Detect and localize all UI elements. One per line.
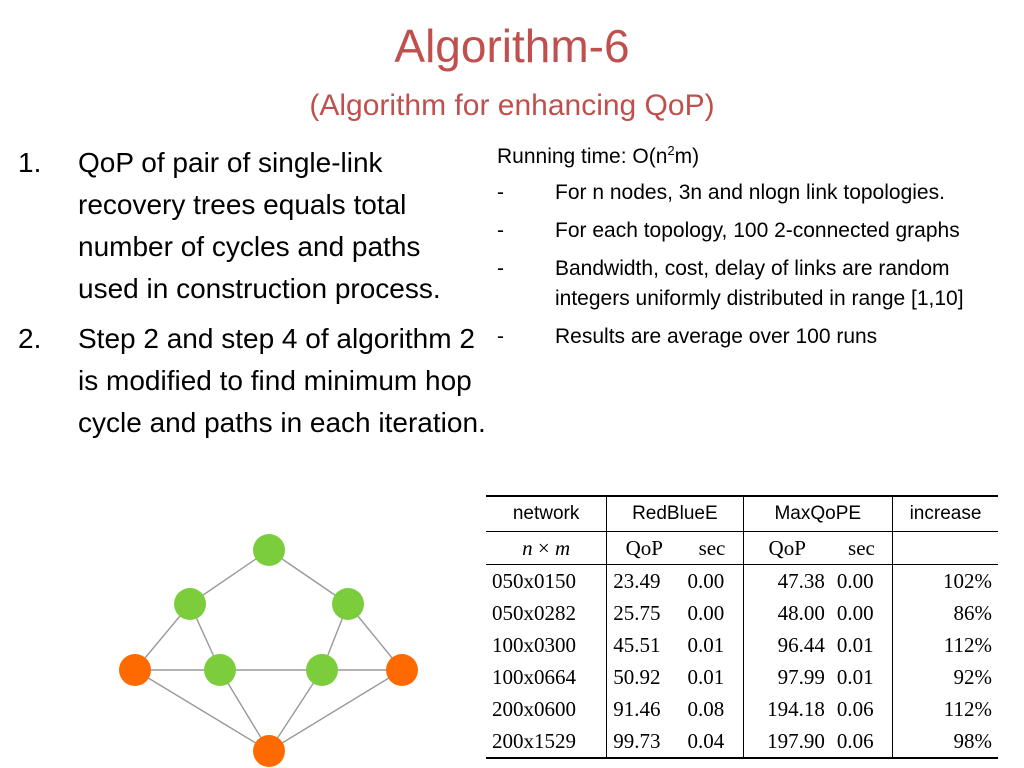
cell-network: 100x0664 xyxy=(492,664,576,689)
bullet-text: Bandwidth, cost, delay of links are rand… xyxy=(555,257,964,310)
subheader-m: m xyxy=(554,535,571,560)
graph-node-upper-left xyxy=(174,588,206,620)
cell-maxqope-sec: 0.01 xyxy=(836,632,874,657)
cell-redbluee-qop: 91.46 xyxy=(606,693,682,725)
list-item-number: 2. xyxy=(18,323,42,354)
list-item: 2. Step 2 and step 4 of algorithm 2 is m… xyxy=(18,318,488,444)
cell-redbluee-sec: 0.01 xyxy=(687,632,725,657)
bullet-item: - Bandwidth, cost, delay of links are ra… xyxy=(497,254,1007,314)
numbered-list: 1. QoP of pair of single-link recovery t… xyxy=(18,142,488,452)
list-item: 1. QoP of pair of single-link recovery t… xyxy=(18,142,488,310)
cell-redbluee-sec: 0.00 xyxy=(687,568,725,593)
cell-maxqope-qop: 197.90 xyxy=(742,725,831,759)
graph-edge xyxy=(134,669,270,752)
graph-node-upper-right xyxy=(332,588,364,620)
bullet-item: - Results are average over 100 runs xyxy=(497,322,1007,352)
slide-subtitle: (Algorithm for enhancing QoP) xyxy=(309,89,715,122)
bullet-dash: - xyxy=(497,325,504,348)
bullet-dash: - xyxy=(497,181,504,204)
cell-network: 050x0150 xyxy=(492,568,576,593)
running-time-text: Running time: O(n2m) xyxy=(497,142,1007,172)
bullet-text: For each topology, 100 2-connected graph… xyxy=(555,219,960,242)
subheader-qop-redbluee: QoP xyxy=(606,531,682,565)
cell-maxqope-qop: 194.18 xyxy=(742,693,831,725)
cell-redbluee-sec: 0.01 xyxy=(687,664,725,689)
cell-network: 100x0300 xyxy=(492,632,576,657)
cell-redbluee-qop: 45.51 xyxy=(606,629,682,661)
running-time-block: Running time: O(n2m) - For n nodes, 3n a… xyxy=(497,142,1007,360)
bullet-dash: - xyxy=(497,257,504,280)
cell-redbluee-qop: 50.92 xyxy=(606,661,682,693)
graph-node-right xyxy=(386,654,418,686)
table-row: 200x0600 91.46 0.08 194.18 0.06 112% xyxy=(486,693,998,725)
network-graph-diagram xyxy=(119,534,418,767)
cell-redbluee-qop: 23.49 xyxy=(606,564,682,597)
cell-increase: 112% xyxy=(891,629,998,661)
cell-maxqope-sec: 0.06 xyxy=(836,696,874,721)
header-increase: increase xyxy=(891,495,998,532)
cell-maxqope-qop: 48.00 xyxy=(742,597,831,629)
subheader-increase-empty xyxy=(891,531,998,565)
bullet-text: Results are average over 100 runs xyxy=(555,325,878,348)
graph-node-left xyxy=(119,654,151,686)
cell-increase: 98% xyxy=(891,725,998,759)
table-row: 100x0300 45.51 0.01 96.44 0.01 112% xyxy=(486,629,998,661)
running-time-suffix: m) xyxy=(674,145,700,168)
list-item-text: Step 2 and step 4 of algorithm 2 is modi… xyxy=(78,323,486,438)
cell-redbluee-qop: 99.73 xyxy=(606,725,682,759)
subheader-qop-maxqope: QoP xyxy=(742,531,831,565)
cell-network: 200x0600 xyxy=(492,696,576,721)
list-item-text: QoP of pair of single-link recovery tree… xyxy=(78,147,441,304)
cell-maxqope-qop: 47.38 xyxy=(742,564,831,597)
table-row: 050x0150 23.49 0.00 47.38 0.00 102% xyxy=(486,564,998,597)
running-time-prefix: Running time: O(n xyxy=(497,145,668,168)
graph-node-top xyxy=(253,534,285,566)
subheader-sec-redbluee: sec xyxy=(681,531,744,565)
list-item-number: 1. xyxy=(18,147,42,178)
cell-redbluee-sec: 0.00 xyxy=(687,600,725,625)
bullet-item: - For each topology, 100 2-connected gra… xyxy=(497,216,1007,246)
cell-maxqope-sec: 0.01 xyxy=(836,664,874,689)
table-header-row: network RedBlueE MaxQoPE increase xyxy=(486,495,998,532)
cell-increase: 92% xyxy=(891,661,998,693)
table-row: 100x0664 50.92 0.01 97.99 0.01 92% xyxy=(486,661,998,693)
graph-node-mid-right xyxy=(306,654,338,686)
table-row: 050x0282 25.75 0.00 48.00 0.00 86% xyxy=(486,597,998,629)
header-redbluee: RedBlueE xyxy=(606,495,744,532)
running-time-exponent: 2 xyxy=(667,143,675,158)
cell-maxqope-qop: 97.99 xyxy=(742,661,831,693)
cell-network: 050x0282 xyxy=(492,600,576,625)
graph-node-mid-left xyxy=(204,654,236,686)
graph-edge xyxy=(268,669,403,752)
table-row: 200x1529 99.73 0.04 197.90 0.06 98% xyxy=(486,725,998,759)
subheader-n: n xyxy=(522,535,533,560)
header-network: network xyxy=(486,495,607,532)
graph-nodes xyxy=(119,534,418,767)
cell-redbluee-qop: 25.75 xyxy=(606,597,682,629)
graph-node-bottom xyxy=(253,735,285,767)
cell-network: 200x1529 xyxy=(486,725,607,759)
graph-edge xyxy=(268,669,323,752)
subheader-size: n × m xyxy=(486,531,607,565)
graph-edges xyxy=(134,549,403,752)
results-table: network RedBlueE MaxQoPE increase n × m … xyxy=(486,495,998,759)
bullet-item: - For n nodes, 3n and nlogn link topolog… xyxy=(497,178,1007,208)
bullet-text: For n nodes, 3n and nlogn link topologie… xyxy=(555,181,945,204)
header-maxqope: MaxQoPE xyxy=(742,495,893,532)
cell-increase: 102% xyxy=(891,564,998,597)
cell-redbluee-sec: 0.08 xyxy=(687,696,725,721)
cell-maxqope-sec: 0.00 xyxy=(836,568,874,593)
cell-increase: 112% xyxy=(891,693,998,725)
table-subheader-row: n × m QoP sec QoP sec xyxy=(486,531,998,565)
subheader-times: × xyxy=(537,535,550,560)
cell-increase: 86% xyxy=(891,597,998,629)
subheader-sec-maxqope: sec xyxy=(830,531,893,565)
slide-title: Algorithm-6 xyxy=(394,20,630,72)
cell-maxqope-qop: 96.44 xyxy=(742,629,831,661)
bullet-dash: - xyxy=(497,219,504,242)
cell-maxqope-sec: 0.00 xyxy=(836,600,874,625)
cell-redbluee-sec: 0.04 xyxy=(681,725,744,759)
cell-maxqope-sec: 0.06 xyxy=(830,725,893,759)
